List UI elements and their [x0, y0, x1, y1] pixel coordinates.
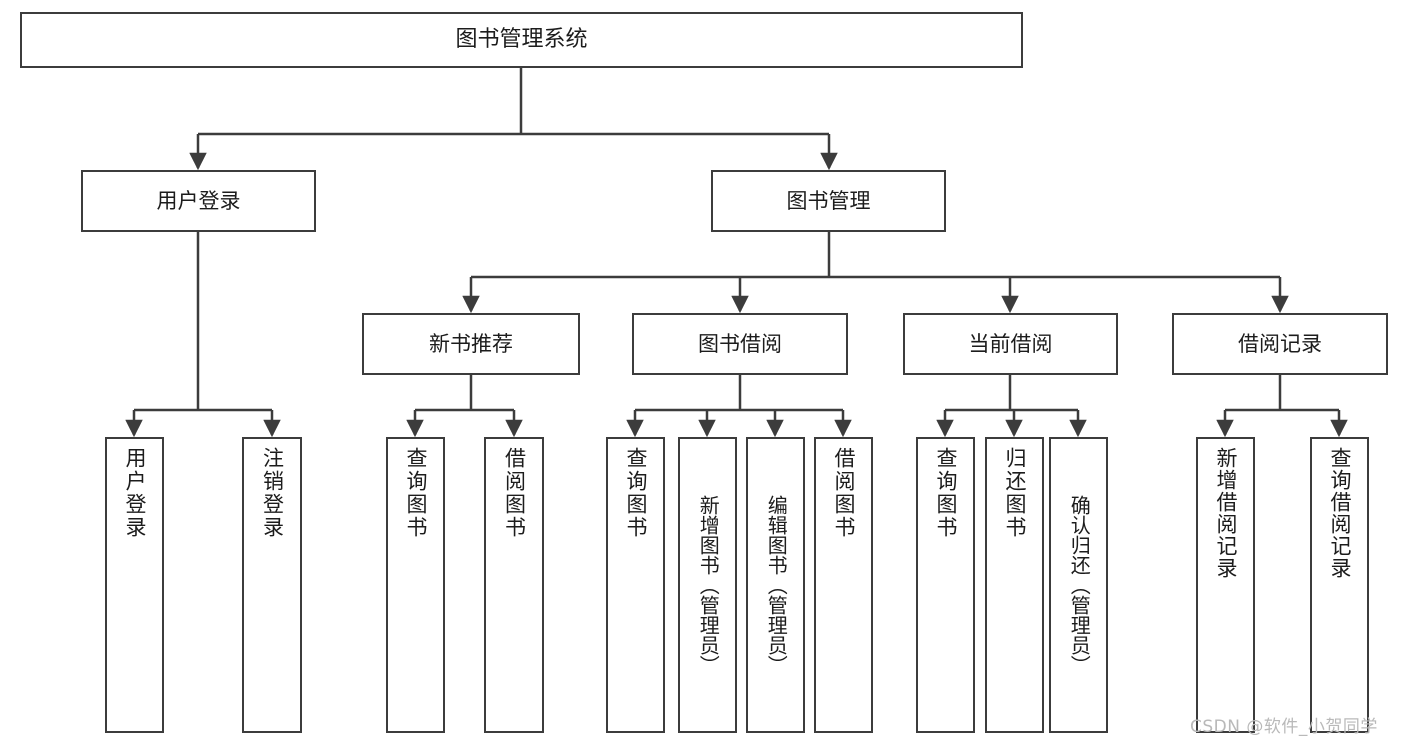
node-leaf-borrow-book-1-label: 借阅图书 [502, 447, 527, 539]
node-leaf-user-login[interactable]: 用户登录 [105, 437, 164, 733]
csdn-watermark: CSDN @软件_小贺同学 [1190, 717, 1378, 737]
node-user-login-label: 用户登录 [156, 188, 241, 213]
node-leaf-query-book-1-label: 查询图书 [403, 447, 428, 539]
node-current-borrow[interactable]: 当前借阅 [903, 313, 1118, 375]
node-leaf-logout-label: 注销登录 [260, 447, 285, 539]
node-leaf-return-book[interactable]: 归还图书 [985, 437, 1044, 733]
node-leaf-query-record[interactable]: 查询借阅记录 [1310, 437, 1369, 733]
node-leaf-query-book-2[interactable]: 查询图书 [606, 437, 665, 733]
node-book-borrow-label: 图书借阅 [698, 331, 782, 356]
node-new-book-rec-label: 新书推荐 [429, 331, 513, 356]
node-leaf-user-login-label: 用户登录 [122, 447, 147, 539]
node-book-manage-label: 图书管理 [786, 188, 871, 213]
node-borrow-record-label: 借阅记录 [1238, 331, 1322, 356]
node-book-borrow[interactable]: 图书借阅 [632, 313, 848, 375]
node-leaf-query-book-3-label: 查询图书 [933, 447, 958, 539]
node-leaf-add-book-label: 新增图书（管理员） [696, 495, 721, 675]
node-leaf-add-record[interactable]: 新增借阅记录 [1196, 437, 1255, 733]
node-leaf-add-book[interactable]: 新增图书（管理员） [678, 437, 737, 733]
node-leaf-query-book-2-label: 查询图书 [623, 447, 648, 539]
node-current-borrow-label: 当前借阅 [968, 331, 1053, 356]
node-leaf-borrow-book-1[interactable]: 借阅图书 [484, 437, 544, 733]
node-user-login[interactable]: 用户登录 [81, 170, 316, 232]
node-leaf-query-book-3[interactable]: 查询图书 [916, 437, 975, 733]
node-leaf-query-book-1[interactable]: 查询图书 [386, 437, 445, 733]
node-leaf-edit-book-label: 编辑图书（管理员） [764, 495, 789, 675]
node-borrow-record[interactable]: 借阅记录 [1172, 313, 1388, 375]
node-leaf-borrow-book-2-label: 借阅图书 [831, 447, 856, 539]
node-leaf-logout[interactable]: 注销登录 [242, 437, 302, 733]
node-root-label: 图书管理系统 [455, 26, 588, 52]
node-root[interactable]: 图书管理系统 [20, 12, 1023, 68]
node-leaf-confirm-return-label: 确认归还（管理员） [1067, 495, 1092, 675]
node-leaf-edit-book[interactable]: 编辑图书（管理员） [746, 437, 805, 733]
node-leaf-add-record-label: 新增借阅记录 [1213, 447, 1238, 579]
node-book-manage[interactable]: 图书管理 [711, 170, 946, 232]
node-leaf-return-book-label: 归还图书 [1002, 447, 1027, 539]
node-new-book-rec[interactable]: 新书推荐 [362, 313, 580, 375]
node-leaf-confirm-return[interactable]: 确认归还（管理员） [1049, 437, 1108, 733]
node-leaf-borrow-book-2[interactable]: 借阅图书 [814, 437, 873, 733]
node-leaf-query-record-label: 查询借阅记录 [1327, 447, 1352, 579]
